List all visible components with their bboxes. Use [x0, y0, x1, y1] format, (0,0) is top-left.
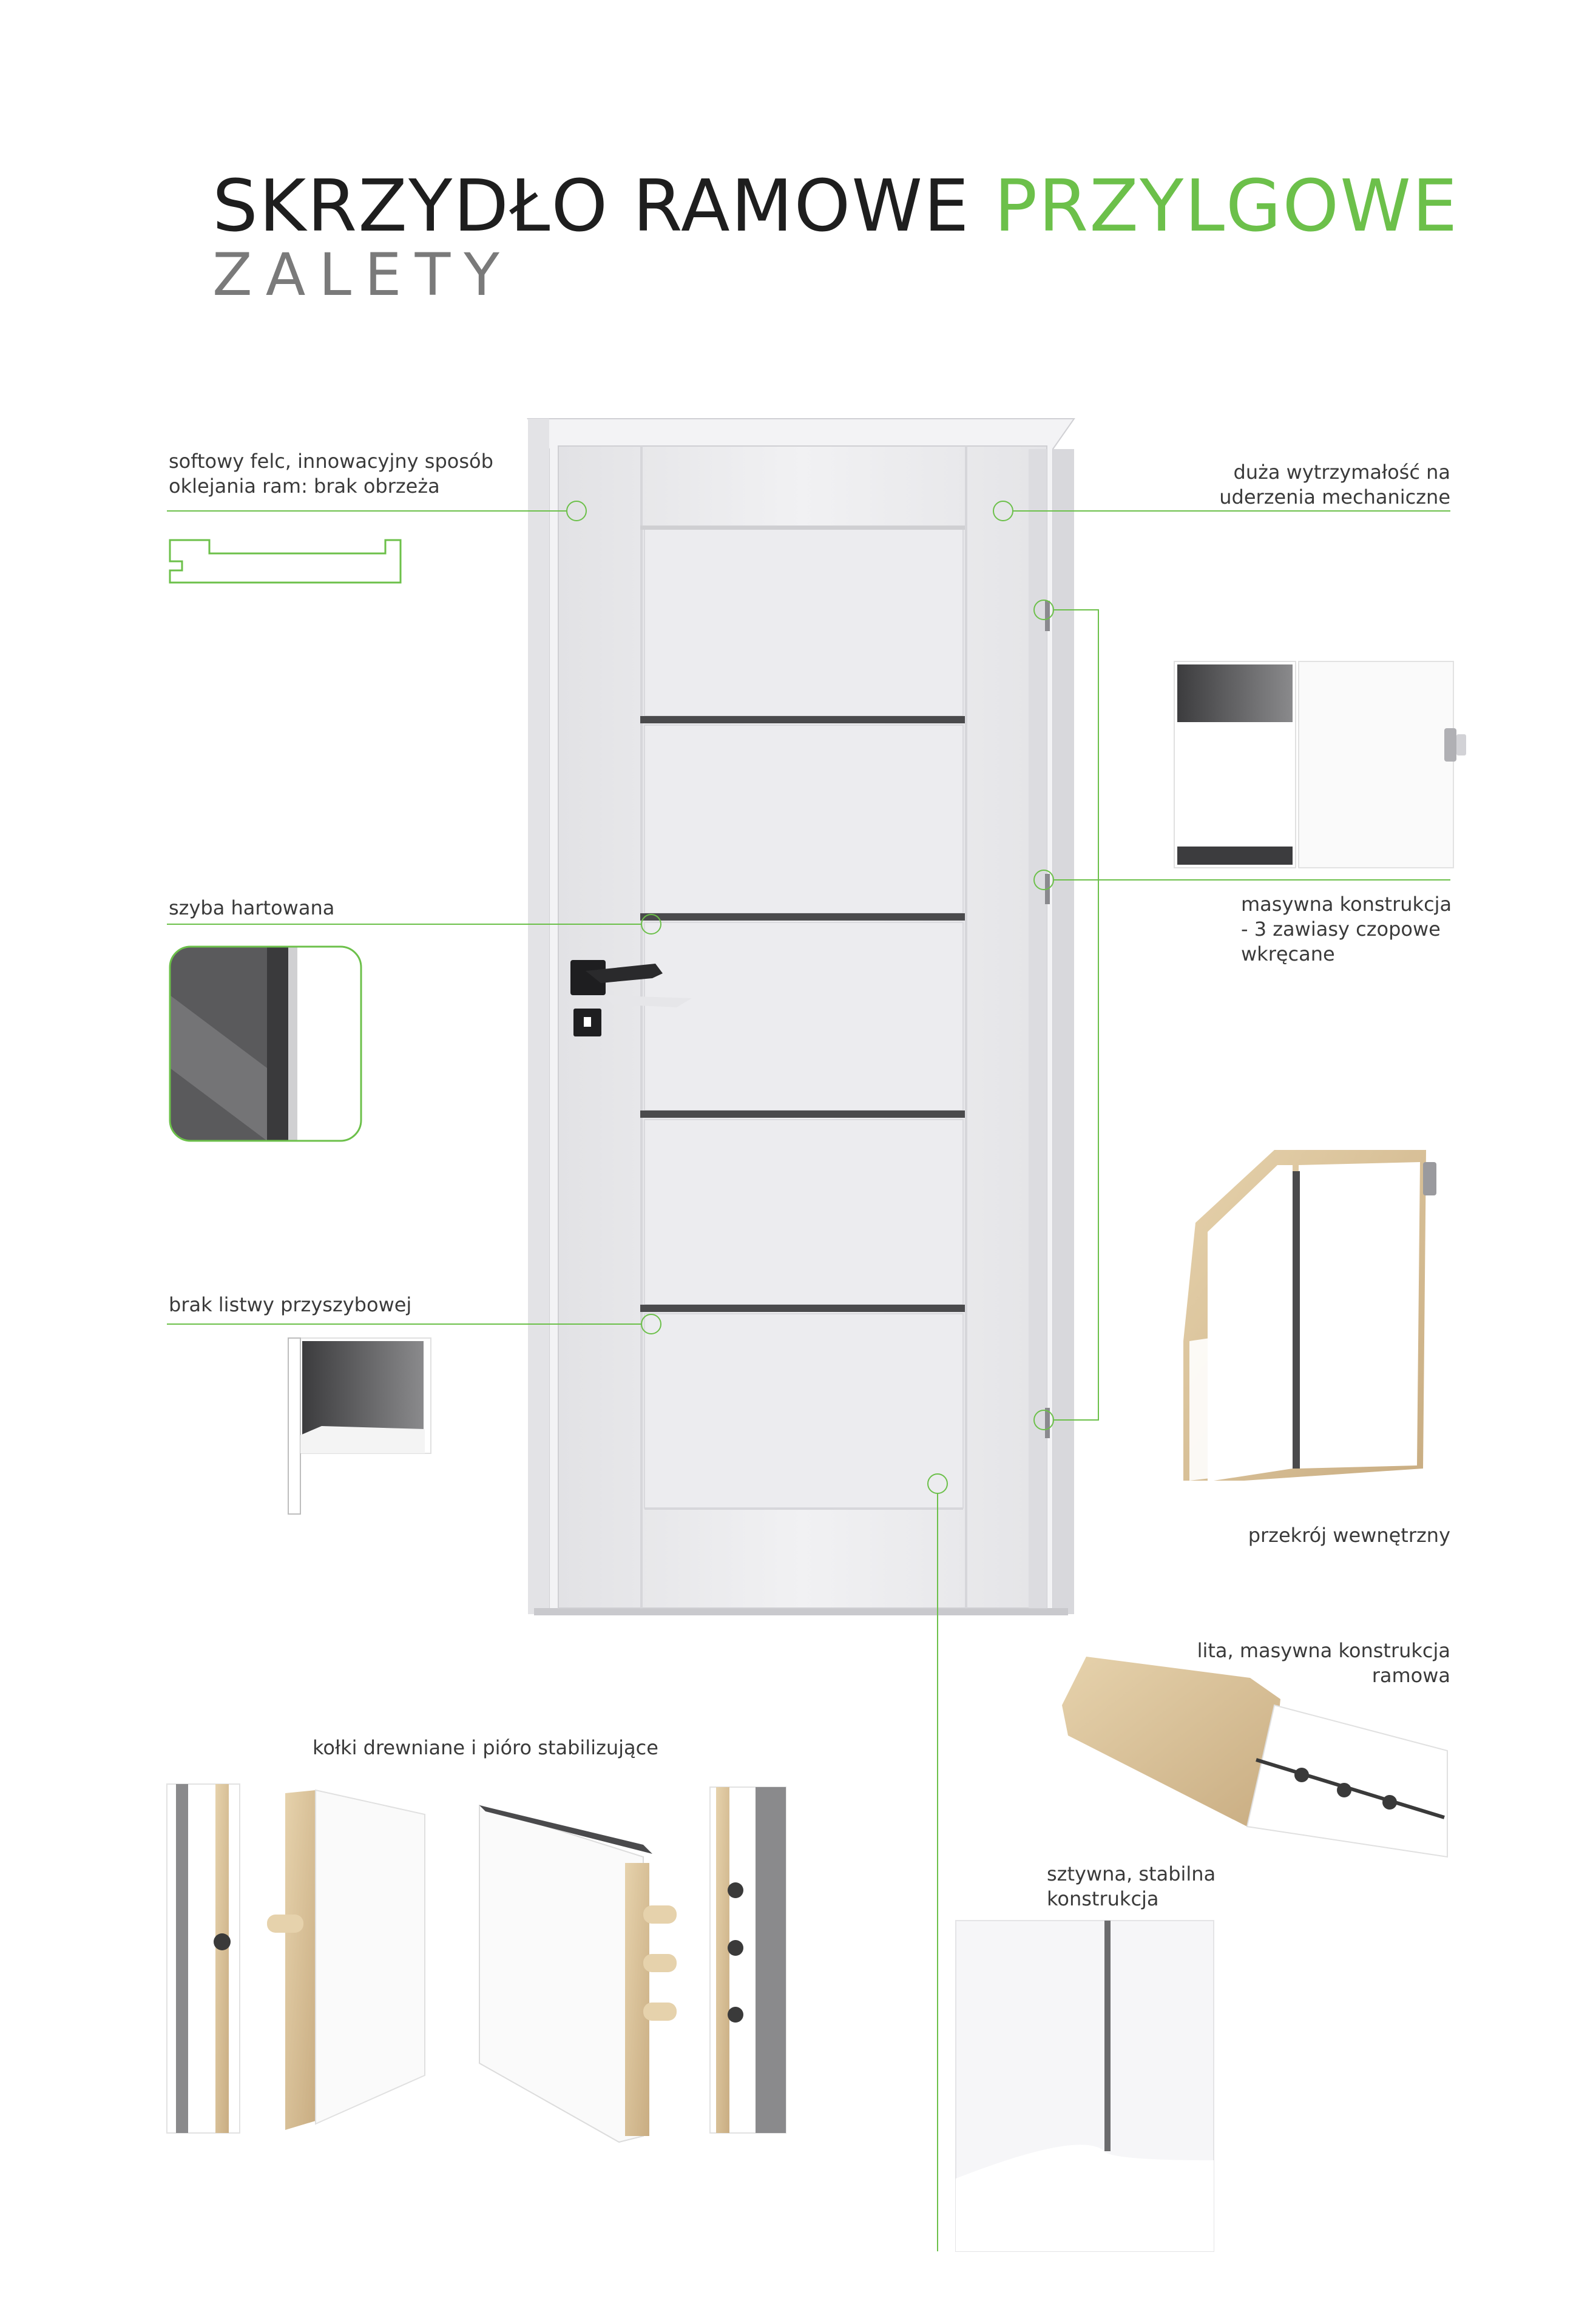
label-brak-listwy: brak listwy przyszybowej	[169, 1293, 411, 1317]
page-title: SKRZYDŁO RAMOWE PRZYLGOWE	[212, 170, 1458, 242]
title-part2: PRZYLGOWE	[994, 164, 1459, 248]
label-line: szyba hartowana	[169, 896, 335, 919]
label-line: uderzenia mechaniczne	[1219, 485, 1450, 509]
door-handle	[570, 960, 692, 1036]
label-line: masywna konstrukcja	[1241, 893, 1452, 916]
label-sztywna: sztywna, stabilna konstrukcja	[1047, 1862, 1216, 1911]
label-line: ramowa	[1371, 1664, 1450, 1687]
glass-detail-icon	[169, 945, 362, 1142]
dowel-images	[166, 1783, 786, 2143]
label-line: duża wytrzymałość na	[1233, 461, 1451, 484]
label-line: wkręcane	[1241, 942, 1335, 965]
label-duza-wytrzymalosc: duża wytrzymałość na uderzenia mechanicz…	[1104, 460, 1450, 510]
label-line: sztywna, stabilna	[1047, 1862, 1216, 1885]
label-lita-konstrukcja: lita, masywna konstrukcja ramowa	[1104, 1638, 1450, 1688]
label-line: konstrukcja	[1047, 1887, 1159, 1910]
label-softowy-felc: softowy felc, innowacyjny sposób oklejan…	[169, 449, 493, 499]
label-szyba-hartowana: szyba hartowana	[169, 896, 334, 921]
door-illustration	[527, 418, 1075, 1615]
stiff-construction-image	[955, 1920, 1214, 2252]
label-line: przekrój wewnętrzny	[1248, 1524, 1450, 1547]
hinge-detail-image	[1174, 661, 1466, 868]
label-line: kołki drewniane i pióro stabilizujące	[313, 1736, 658, 1759]
label-line: brak listwy przyszybowej	[169, 1293, 412, 1316]
felc-profile-icon	[169, 539, 402, 584]
callout-lines	[167, 501, 1450, 2251]
label-masywna-konstrukcja: masywna konstrukcja - 3 zawiasy czopowe …	[1241, 892, 1452, 967]
label-line: - 3 zawiasy czopowe	[1241, 918, 1441, 941]
label-line: oklejania ram: brak obrzeża	[169, 475, 440, 498]
solid-frame-image	[1062, 1657, 1448, 1858]
label-line: softowy felc, innowacyjny sposób	[169, 450, 493, 473]
page-subtitle: ZALETY	[212, 241, 513, 309]
title-part1: SKRZYDŁO RAMOWE	[212, 164, 995, 248]
label-kolki: kołki drewniane i pióro stabilizujące	[313, 1736, 658, 1760]
label-line: lita, masywna konstrukcja	[1197, 1639, 1450, 1662]
label-przekroj: przekrój wewnętrzny	[1153, 1523, 1450, 1548]
cross-section-image	[1183, 1150, 1436, 1481]
no-bead-detail-icon	[288, 1337, 431, 1515]
